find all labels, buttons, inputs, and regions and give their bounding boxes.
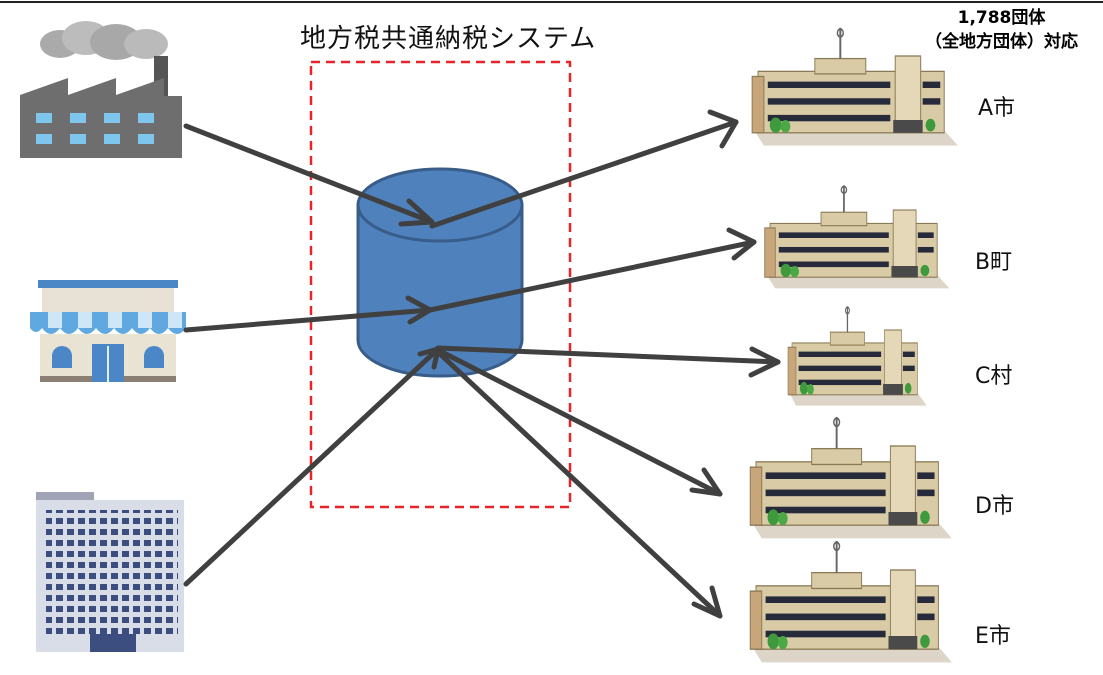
coverage-scope: （全地方団体）対応 xyxy=(925,32,1078,52)
arrow-shop-to-system xyxy=(183,307,433,333)
arrow-system-to-c xyxy=(435,345,781,365)
shop-icon xyxy=(30,280,186,382)
arrow-factory-to-system xyxy=(183,123,435,225)
city-hall-icon-e xyxy=(748,539,954,664)
arrow-system-to-b xyxy=(427,239,757,313)
city-hall-icon-c xyxy=(786,305,928,407)
data-flow-arrows xyxy=(183,109,781,619)
arrow-system-to-d xyxy=(435,347,723,497)
arrow-head-factory xyxy=(398,198,435,227)
city-hall-icon-b xyxy=(763,184,951,290)
municipality-label-c: C村 xyxy=(975,364,1013,389)
office-building-icon xyxy=(36,492,184,652)
arrow-head-a xyxy=(707,109,739,149)
factory-icon xyxy=(20,21,182,158)
arrow-head-b xyxy=(726,227,757,261)
arrow-head-e xyxy=(691,585,723,619)
arrow-head-c xyxy=(748,346,781,378)
arrow-system-to-e xyxy=(435,349,723,619)
municipality-label-d: D市 xyxy=(975,494,1014,519)
coverage-count: 1,788団体 xyxy=(957,8,1046,28)
system-boundary-box xyxy=(309,60,572,509)
municipality-label-a: A市 xyxy=(978,96,1016,121)
arrow-system-to-a xyxy=(429,119,739,229)
arrow-head-d xyxy=(689,467,723,497)
coverage-label: 1,788団体 （全地方団体）対応 xyxy=(900,6,1103,54)
city-hall-icon-d xyxy=(748,415,954,540)
municipality-label-e: E市 xyxy=(975,624,1011,649)
system-title: 地方税共通納税システム xyxy=(300,24,597,54)
municipality-label-b: B町 xyxy=(975,250,1013,275)
arrow-office-to-system xyxy=(183,346,441,587)
